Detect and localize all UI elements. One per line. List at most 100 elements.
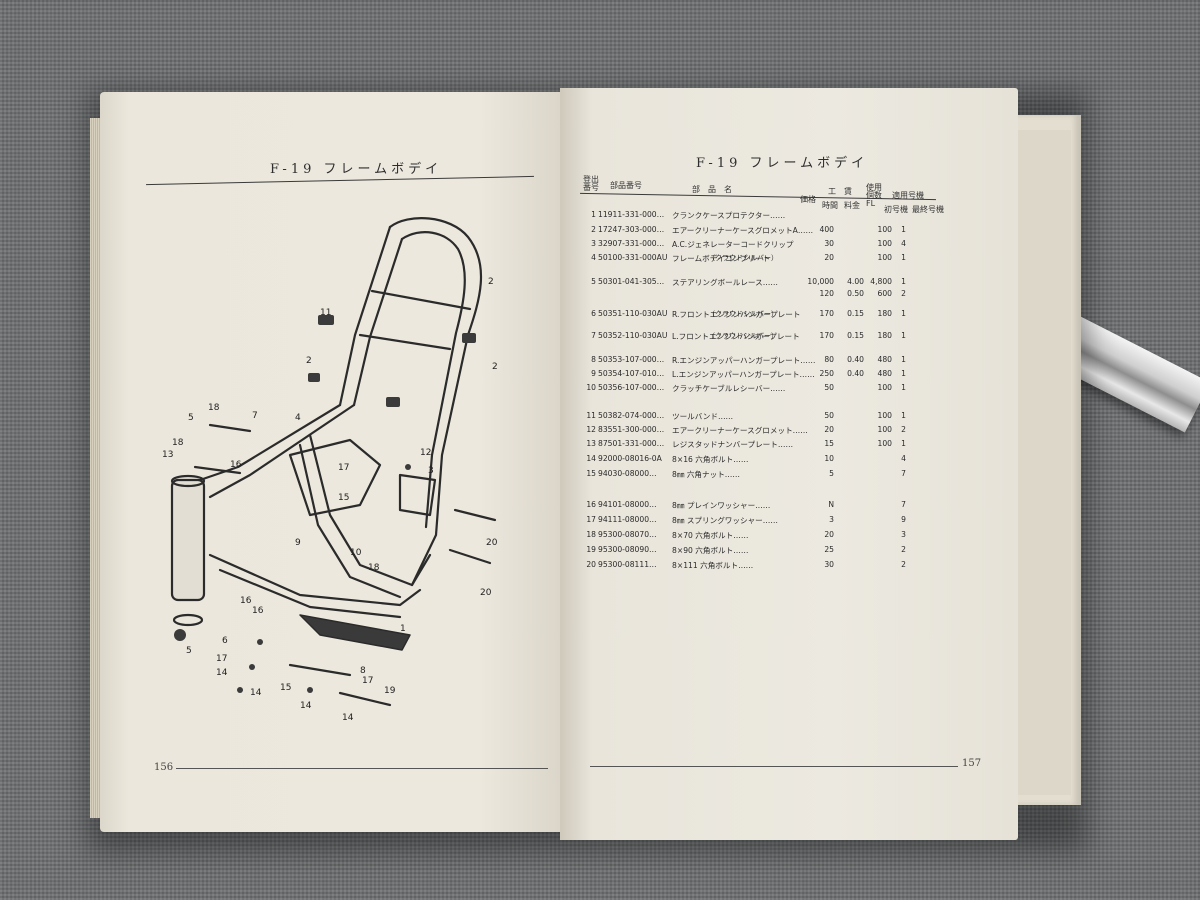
col-applicable-head: 適用号機	[892, 191, 924, 200]
frame-body-exploded-diagram: 2 2 11 2 4 7 18 5 18 13 16 12 3 17 15 9 …	[150, 205, 520, 725]
row-labor: 100	[877, 439, 893, 448]
row-part-number: 50356-107-000…	[598, 383, 665, 392]
row-name: ステアリングボールレース……	[672, 278, 778, 287]
row-part-number: 94111-08000…	[598, 515, 657, 524]
row-price: 25	[824, 545, 834, 554]
row-qty: 2	[901, 545, 906, 554]
row-labor: 100	[877, 425, 893, 434]
parts-row: 9 50354-107-010… L.エンジンアッパーハンガープレート…… 25…	[582, 369, 942, 381]
callout-label: 3	[428, 466, 434, 476]
row-labor: 100	[877, 225, 893, 234]
row-labor: 100	[877, 253, 893, 262]
row-price: 5	[829, 469, 834, 478]
parts-row: 13 87501-331-000… レジスタッドナンバープレート…… 15 10…	[582, 439, 942, 451]
parts-row: 19 95300-08090… 8×90 六角ボルト…… 25 2	[582, 545, 942, 557]
row-time: 0.40	[847, 355, 864, 364]
row-price: 170	[819, 331, 835, 340]
callout-label: 7	[252, 411, 258, 421]
row-price: 10,000	[807, 277, 834, 286]
left-page-header: F-19 フレームボデイ	[270, 162, 443, 177]
row-time: 0.40	[847, 369, 864, 378]
right-page-header: F-19 フレームボデイ	[696, 156, 869, 171]
parts-row: 5 50301-041-305… ステアリングボールレース…… 10,000 4…	[582, 277, 942, 289]
row-no: 3	[591, 239, 596, 248]
row-name: R.フロントエンジンハンガープレート	[672, 310, 801, 319]
parts-row: 8 50353-107-000… R.エンジンアッパーハンガープレート…… 80…	[582, 355, 942, 367]
row-no: 15	[586, 469, 596, 478]
parts-row: 12 83551-300-000… エアークリーナーケースグロメット…… 20 …	[582, 425, 942, 437]
row-qty: 2	[901, 289, 906, 298]
row-labor: 480	[877, 369, 893, 378]
row-price: 120	[819, 289, 835, 298]
callout-label: 9	[295, 538, 301, 548]
col-last-head: 最終号機	[912, 205, 944, 214]
left-page-number: 156	[154, 762, 174, 773]
row-part-number: 83551-300-000…	[598, 425, 665, 434]
parts-row: 20 95300-08111… 8×111 六角ボルト…… 30 2	[582, 560, 942, 572]
row-sub-name: （クラウドシルバー）	[708, 332, 778, 340]
row-time: 0.50	[847, 289, 864, 298]
callout-label: 6	[222, 636, 228, 646]
row-labor: 180	[877, 331, 893, 340]
callout-label: 5	[188, 413, 194, 423]
row-qty: 1	[901, 439, 906, 448]
parts-row: 6 50351-110-030AU R.フロントエンジンハンガープレート 170…	[582, 309, 942, 321]
callout-label: 12	[420, 448, 431, 458]
row-part-number: 94030-08000…	[598, 469, 657, 478]
row-name: 8×90 六角ボルト……	[672, 546, 749, 555]
right-page	[560, 88, 1018, 840]
row-name: A.C.ジェネレーターコードクリップ	[672, 240, 794, 249]
row-qty: 4	[901, 239, 906, 248]
row-name: フレームボデイコンプリート	[672, 254, 771, 263]
callout-label: 18	[172, 438, 184, 448]
row-part-number: 32907-331-000…	[598, 239, 665, 248]
row-part-number: 95300-08111…	[598, 560, 657, 569]
row-labor: 4,800	[870, 277, 892, 286]
callout-label: 14	[250, 688, 262, 698]
col-part-head: 部品番号	[610, 181, 642, 190]
row-no: 16	[586, 500, 596, 509]
row-part-number: 95300-08090…	[598, 545, 657, 554]
row-part-number: 50301-041-305…	[598, 277, 665, 286]
row-qty: 2	[901, 560, 906, 569]
row-no: 9	[591, 369, 596, 378]
row-price: 400	[819, 225, 835, 234]
parts-row: 7 50352-110-030AU L.フロントエンジンハンガープレート 170…	[582, 331, 942, 343]
row-part-number: 50352-110-030AU	[598, 331, 668, 340]
parts-row: 4 50100-331-000AU フレームボデイコンプリート 20 100 1…	[582, 253, 942, 265]
parts-row: 15 94030-08000… 8㎜ 六角ナット…… 5 7	[582, 469, 942, 481]
row-no: 7	[591, 331, 596, 340]
right-page-number: 157	[962, 758, 982, 769]
callout-label: 17	[216, 654, 227, 664]
row-name: L.フロントエンジンハンガープレート	[672, 332, 800, 341]
row-qty: 1	[901, 331, 906, 340]
parts-row: 120 0.50 600 2	[582, 289, 942, 301]
callout-label: 19	[384, 686, 396, 696]
diagram-callouts: 2 2 11 2 4 7 18 5 18 13 16 12 3 17 15 9 …	[162, 277, 498, 723]
parts-row: 18 95300-08070… 8×70 六角ボルト…… 20 3	[582, 530, 942, 542]
row-name: クランクケースプロテクター……	[672, 211, 786, 220]
callout-label: 16	[240, 596, 252, 606]
row-qty: 1	[901, 277, 906, 286]
row-qty: 9	[901, 515, 906, 524]
row-labor: 100	[877, 411, 893, 420]
row-no: 6	[591, 309, 596, 318]
row-part-number: 95300-08070…	[598, 530, 657, 539]
row-qty: 7	[901, 469, 906, 478]
callout-label: 20	[480, 588, 492, 598]
row-price: 50	[824, 411, 834, 420]
row-labor: 600	[877, 289, 893, 298]
col-first-head: 初号機	[884, 205, 908, 214]
row-part-number: 11911-331-000…	[598, 210, 665, 219]
left-footer-rule	[176, 768, 548, 769]
parts-row: 3 32907-331-000… A.C.ジェネレーターコードクリップ 30 1…	[582, 239, 942, 251]
row-labor: 180	[877, 309, 893, 318]
row-name: レジスタッドナンバープレート……	[672, 440, 794, 449]
callout-label: 2	[492, 362, 498, 372]
row-name: 8×70 六角ボルト……	[672, 531, 749, 540]
callout-label: 11	[320, 308, 331, 318]
row-price: N	[828, 500, 834, 509]
row-no: 4	[591, 253, 596, 262]
row-part-number: 50351-110-030AU	[598, 309, 668, 318]
row-part-number: 50354-107-010…	[598, 369, 665, 378]
